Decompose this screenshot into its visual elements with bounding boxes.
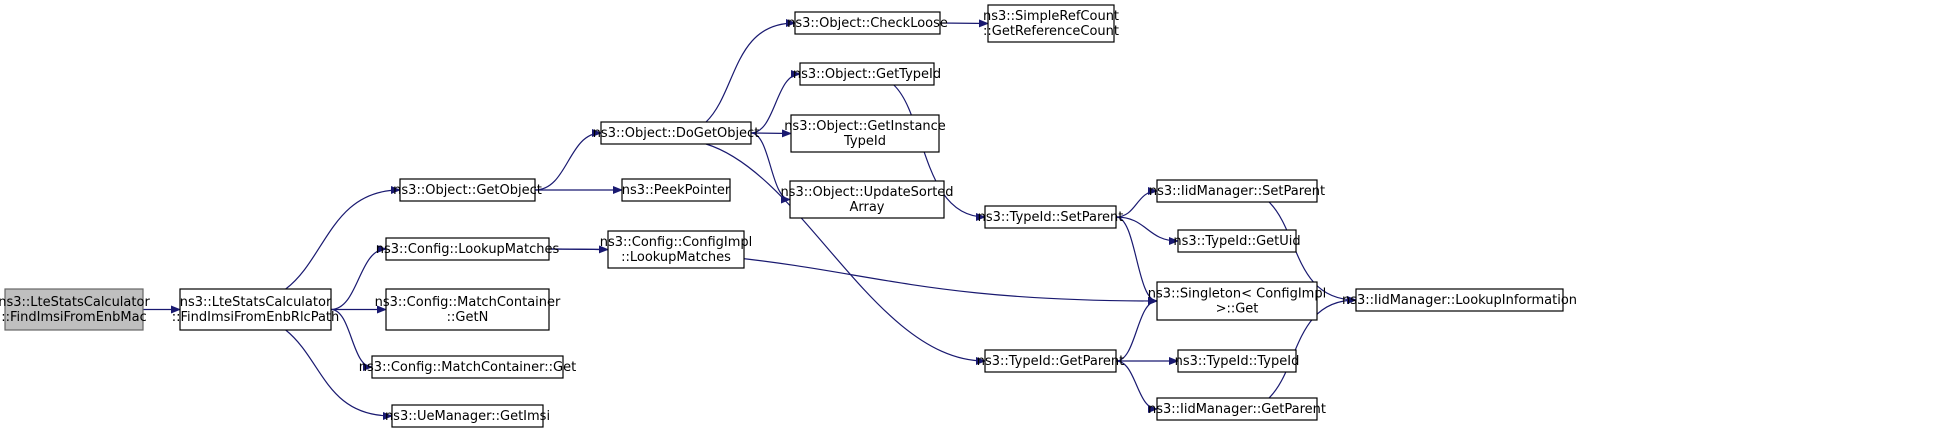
node-iidsetparent-label-line-0: ns3::IidManager::SetParent — [1149, 184, 1325, 199]
node-getn-label-line-0: ns3::Config::MatchContainer — [375, 295, 561, 310]
node-iidgetparent-box — [1156, 397, 1318, 421]
node-setparent[interactable]: ns3::TypeId::SetParent — [978, 205, 1124, 229]
node-lookupinfo-label-line-0: ns3::IidManager::LookupInformation — [1342, 293, 1577, 308]
edges-layer — [143, 19, 1357, 420]
edge-iidsetparent-to-lookupinfo — [1268, 201, 1357, 304]
node-lookupmatches[interactable]: ns3::Config::LookupMatches — [376, 237, 560, 261]
node-getparent-label-line-0: ns3::TypeId::GetParent — [977, 354, 1125, 369]
node-checkloose-label-line-0: ns3::Object::CheckLoose — [787, 16, 948, 31]
node-getinstancetypeid-label-line-1: TypeId — [843, 134, 886, 149]
edge-setparent-to-getuid — [1115, 216, 1179, 245]
node-getimsi-box — [391, 404, 544, 428]
node-getuid-label-line-0: ns3::TypeId::GetUid — [1173, 234, 1300, 249]
node-lookupmatches-box — [385, 237, 550, 261]
node-iidsetparent-box — [1156, 179, 1318, 203]
node-dogetobject-box — [600, 121, 752, 145]
node-getinstancetypeid-box — [790, 114, 940, 153]
node-iidsetparent[interactable]: ns3::IidManager::SetParent — [1149, 179, 1325, 203]
node-singletonget-label-line-0: ns3::Singleton< ConfigImpl — [1148, 287, 1326, 302]
node-checkloose-box — [794, 11, 941, 35]
edge-rlcpath-to-getimsi — [285, 329, 393, 420]
edge-dogetobject-to-checkloose — [705, 19, 796, 123]
edge-rlcpath-to-lookupmatches — [330, 245, 387, 311]
edge-rlcpath-to-mcget — [330, 308, 373, 371]
node-getrefcount-label-line-0: ns3::SimpleRefCount — [983, 9, 1119, 24]
nodes-layer: ns3::LteStatsCalculator::FindImsiFromEnb… — [0, 4, 1577, 428]
node-lookupinfo[interactable]: ns3::IidManager::LookupInformation — [1342, 288, 1577, 312]
edge-dogetobject-to-getparent — [705, 143, 986, 365]
node-root-label-line-1: ::FindImsiFromEnbMac — [1, 310, 147, 325]
node-rlcpath-box — [179, 288, 332, 331]
node-getn[interactable]: ns3::Config::MatchContainer::GetN — [375, 288, 561, 331]
node-dogetobject-label-line-0: ns3::Object::DoGetObject — [593, 126, 760, 141]
node-cfglookup[interactable]: ns3::Config::ConfigImpl::LookupMatches — [600, 230, 753, 269]
node-getobject-box — [399, 178, 536, 202]
node-typeidctor-label-line-0: ns3::TypeId::TypeId — [1175, 354, 1300, 369]
node-iidgetparent[interactable]: ns3::IidManager::GetParent — [1148, 397, 1326, 421]
node-gettypeid-box — [799, 62, 935, 86]
node-root-box — [4, 288, 144, 331]
node-getimsi-label-line-0: ns3::UeManager::GetImsi — [385, 409, 550, 424]
node-rlcpath-label-line-1: ::FindImsiFromEnbRlcPath — [172, 310, 340, 325]
node-singletonget-box — [1156, 281, 1318, 321]
node-getobject[interactable]: ns3::Object::GetObject — [393, 178, 542, 202]
node-gettypeid[interactable]: ns3::Object::GetTypeId — [793, 62, 941, 86]
node-cfglookup-box — [607, 230, 745, 269]
node-cfglookup-label-line-0: ns3::Config::ConfigImpl — [600, 235, 753, 250]
node-singletonget[interactable]: ns3::Singleton< ConfigImpl >::Get — [1148, 281, 1326, 321]
node-lookupmatches-label-line-0: ns3::Config::LookupMatches — [376, 242, 560, 257]
edge-gettypeid-to-setparent — [893, 84, 986, 221]
node-mcget[interactable]: ns3::Config::MatchContainer::Get — [359, 355, 576, 379]
node-dogetobject[interactable]: ns3::Object::DoGetObject — [593, 121, 760, 145]
edge-iidgetparent-to-lookupinfo — [1268, 296, 1357, 399]
node-getn-box — [385, 288, 550, 331]
node-peekpointer-label-line-0: ns3::PeekPointer — [622, 183, 731, 198]
edge-checkloose-to-getrefcount — [939, 19, 989, 28]
node-mcget-label-line-0: ns3::Config::MatchContainer::Get — [359, 360, 576, 375]
edge-rlcpath-to-getobject — [285, 186, 401, 290]
node-setparent-label-line-0: ns3::TypeId::SetParent — [978, 210, 1124, 225]
node-getrefcount[interactable]: ns3::SimpleRefCount::GetReferenceCount — [983, 4, 1119, 43]
node-getuid-box — [1177, 229, 1297, 253]
edge-getobject-to-dogetobject — [534, 129, 602, 191]
node-getinstancetypeid-label-line-0: ns3::Object::GetInstance — [784, 119, 946, 134]
node-getparent-box — [984, 349, 1117, 373]
node-lookupinfo-box — [1355, 288, 1564, 312]
node-root-label-line-0: ns3::LteStatsCalculator — [0, 295, 150, 310]
node-mcget-box — [371, 355, 564, 379]
node-typeidctor[interactable]: ns3::TypeId::TypeId — [1175, 349, 1300, 373]
node-getrefcount-label-line-1: ::GetReferenceCount — [983, 24, 1119, 39]
node-rlcpath-label-line-0: ns3::LteStatsCalculator — [180, 295, 332, 310]
node-updatesorted-box — [789, 180, 945, 219]
node-gettypeid-label-line-0: ns3::Object::GetTypeId — [793, 67, 941, 82]
edge-dogetobject-to-gettypeid — [750, 70, 801, 134]
node-getimsi[interactable]: ns3::UeManager::GetImsi — [385, 404, 550, 428]
node-peekpointer[interactable]: ns3::PeekPointer — [621, 178, 731, 202]
node-singletonget-label-line-1: >::Get — [1216, 302, 1259, 317]
edge-getparent-to-iidgetparent — [1115, 360, 1158, 413]
node-setparent-box — [984, 205, 1117, 229]
node-typeidctor-box — [1177, 349, 1297, 373]
edge-getparent-to-singletonget — [1115, 297, 1158, 362]
edge-dogetobject-to-updatesorted — [750, 132, 791, 204]
node-rlcpath[interactable]: ns3::LteStatsCalculator::FindImsiFromEnb… — [172, 288, 340, 331]
node-getuid[interactable]: ns3::TypeId::GetUid — [1173, 229, 1301, 253]
edge-dogetobject-to-getinstancetypeid — [750, 129, 792, 138]
node-cfglookup-label-line-1: ::LookupMatches — [621, 250, 731, 265]
node-getrefcount-box — [987, 4, 1115, 43]
node-updatesorted-label-line-0: ns3::Object::UpdateSorted — [780, 185, 953, 200]
node-peekpointer-box — [621, 178, 731, 202]
node-root[interactable]: ns3::LteStatsCalculator::FindImsiFromEnb… — [0, 288, 150, 331]
node-checkloose[interactable]: ns3::Object::CheckLoose — [787, 11, 948, 35]
edge-setparent-to-iidsetparent — [1115, 187, 1158, 218]
node-getn-label-line-1: ::GetN — [447, 310, 489, 325]
node-getparent[interactable]: ns3::TypeId::GetParent — [977, 349, 1125, 373]
node-getobject-label-line-0: ns3::Object::GetObject — [393, 183, 542, 198]
node-updatesorted-label-line-1: Array — [849, 200, 884, 215]
node-iidgetparent-label-line-0: ns3::IidManager::GetParent — [1148, 402, 1326, 417]
